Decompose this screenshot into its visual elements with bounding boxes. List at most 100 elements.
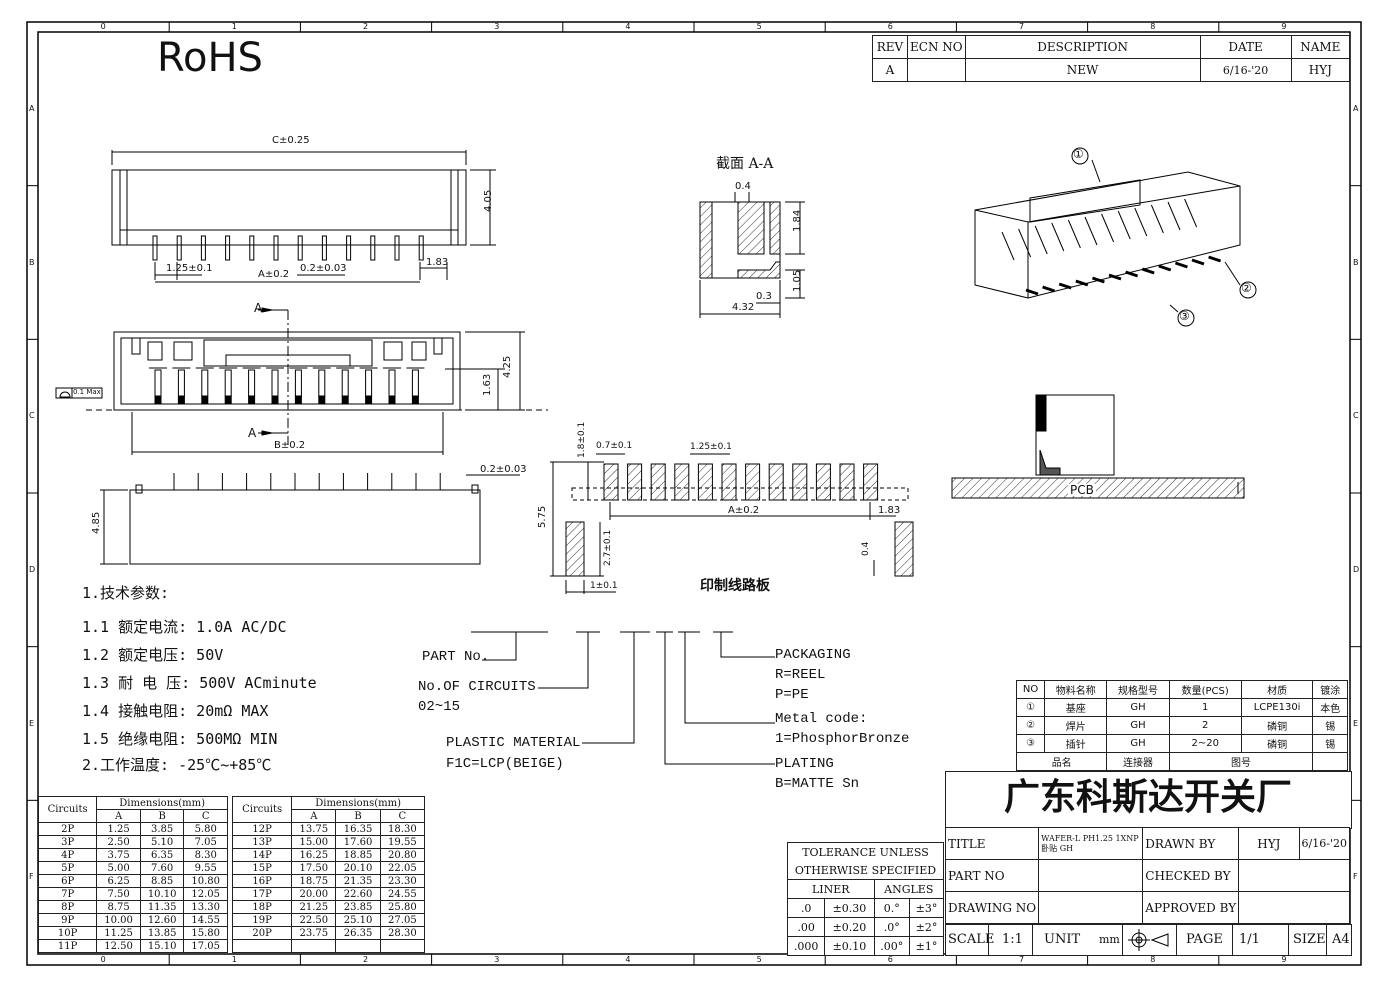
- dim-cell: 25.80: [379, 900, 426, 914]
- checked-by-label: CHECKED BY: [1142, 859, 1240, 892]
- spec-temperature: 2.工作温度: -25℃~+85℃: [82, 756, 272, 774]
- iso-pin: [1042, 285, 1056, 293]
- size-label: SIZE: [1293, 932, 1326, 947]
- dim-cell: 18.75: [291, 874, 337, 888]
- dim-mount-height: 2.7±0.1: [603, 529, 613, 566]
- dim-cell: 11.25: [96, 926, 141, 940]
- zone-col-label: 0: [100, 22, 106, 31]
- zone-col-label: 2: [363, 955, 369, 964]
- part-number-tree: [471, 631, 775, 765]
- zone-col-label: 0: [100, 955, 106, 964]
- dim-cell: 8.75: [96, 900, 141, 914]
- dim-cell: 25.10: [335, 913, 381, 927]
- pcb-pad: [768, 463, 784, 501]
- dim-cell: 8.85: [139, 874, 185, 888]
- front-pin: [176, 235, 182, 261]
- dim-col-header: C: [379, 809, 426, 823]
- tolerance-cell: ±2°: [909, 917, 944, 937]
- tolerance-title-1: TOLERANCE UNLESS: [787, 842, 944, 861]
- dim-section-0.3: 0.3: [756, 291, 772, 302]
- dim-cell: 16.25: [291, 848, 337, 862]
- dim-cell: 13.75: [291, 822, 337, 836]
- drawing-no-value: [1038, 891, 1144, 924]
- dim-cell: 15P: [231, 861, 293, 875]
- drawing-no-label: DRAWING NO: [944, 891, 1040, 924]
- dim-cell: 6P: [37, 874, 98, 888]
- top-pin: [177, 369, 185, 397]
- pn-metal-value: 1=PhosphorBronze: [775, 731, 910, 747]
- bom-header: 材质: [1240, 680, 1314, 699]
- side-view: [100, 473, 520, 565]
- projection-icon: [1128, 929, 1169, 951]
- top-pin: [224, 369, 232, 397]
- dim-cell: 19P: [231, 913, 293, 927]
- dim-cell: 2.50: [96, 835, 141, 849]
- size-value: A4: [1332, 932, 1350, 947]
- bom-cell: ③: [1015, 734, 1046, 753]
- zone-col-label: 5: [756, 22, 762, 31]
- zone-col-label: 3: [494, 22, 500, 31]
- top-pin: [271, 369, 279, 397]
- zone-col-label: 7: [1019, 22, 1025, 31]
- iso-pin: [1208, 255, 1222, 263]
- page-label: PAGE: [1186, 932, 1223, 947]
- bom-cell: 基座: [1044, 698, 1108, 717]
- top-pin: [341, 369, 349, 397]
- rev-value: A: [872, 58, 908, 82]
- dim-cell: 5.10: [139, 835, 185, 849]
- pcb-pad: [697, 463, 713, 501]
- dim-side-height: 4.85: [91, 511, 102, 534]
- zone-col-label: 4: [625, 955, 631, 964]
- top-pin-foot: [177, 395, 185, 405]
- bom-cell: 本色: [1312, 698, 1348, 717]
- pn-part-no: PART No.: [422, 649, 490, 665]
- top-view: [55, 307, 548, 455]
- bom-cell: GH: [1106, 698, 1170, 717]
- top-pin-foot: [271, 395, 279, 405]
- drawn-by-label: DRAWN BY: [1142, 827, 1240, 860]
- dim-cell: [291, 939, 337, 953]
- title-label: TITLE: [944, 827, 1040, 860]
- dim-cell: 12.05: [183, 887, 228, 901]
- bom-footer-blank: [1312, 752, 1348, 771]
- bom-header: NO: [1015, 680, 1046, 699]
- name-value: HYJ: [1290, 58, 1351, 82]
- pcb-pad: [745, 463, 761, 501]
- pn-metal-label: Metal code:: [775, 711, 868, 727]
- iso-contact: [1084, 216, 1098, 246]
- title-value-2: 卧贴 GH: [1041, 843, 1074, 853]
- dim-top-height: 4.25: [502, 355, 513, 378]
- zone-col-label: 5: [756, 955, 762, 964]
- zone-col-label: 6: [887, 955, 893, 964]
- pcb-pad: [721, 463, 737, 501]
- dim-end-offset: 1.83: [426, 257, 449, 268]
- tolerance-cell: ±0.30: [824, 898, 875, 918]
- front-pin: [394, 235, 400, 261]
- dim-pcb-total-height: 5.75: [537, 505, 548, 528]
- unit-value: mm: [1099, 933, 1120, 946]
- top-pin: [365, 369, 373, 397]
- pn-packaging-label: PACKAGING: [775, 647, 851, 663]
- zone-row-label: C: [1353, 411, 1359, 421]
- dim-cell: 2P: [37, 822, 98, 836]
- top-pin: [411, 369, 419, 397]
- top-pin: [294, 369, 302, 397]
- dim-cell: 5.00: [96, 861, 141, 875]
- tolerance-cell: .0°: [873, 917, 911, 937]
- top-pin-foot: [294, 395, 302, 405]
- dim-cell: 7.05: [183, 835, 228, 849]
- front-pin: [200, 235, 206, 261]
- date-value: 6/16-'20: [1199, 58, 1292, 82]
- dim-col-header: B: [139, 809, 185, 823]
- pn-plastic-label: PLASTIC MATERIAL: [446, 735, 581, 751]
- pn-circuits-label: No.OF CIRCUITS: [418, 679, 536, 695]
- iso-pin: [1174, 261, 1188, 269]
- title-value-1: WAFER-L PH1.25 1XNP: [1041, 833, 1139, 843]
- top-pin-foot: [411, 395, 419, 405]
- spec-item: 1.3 耐 电 压: 500V ACminute: [82, 674, 317, 692]
